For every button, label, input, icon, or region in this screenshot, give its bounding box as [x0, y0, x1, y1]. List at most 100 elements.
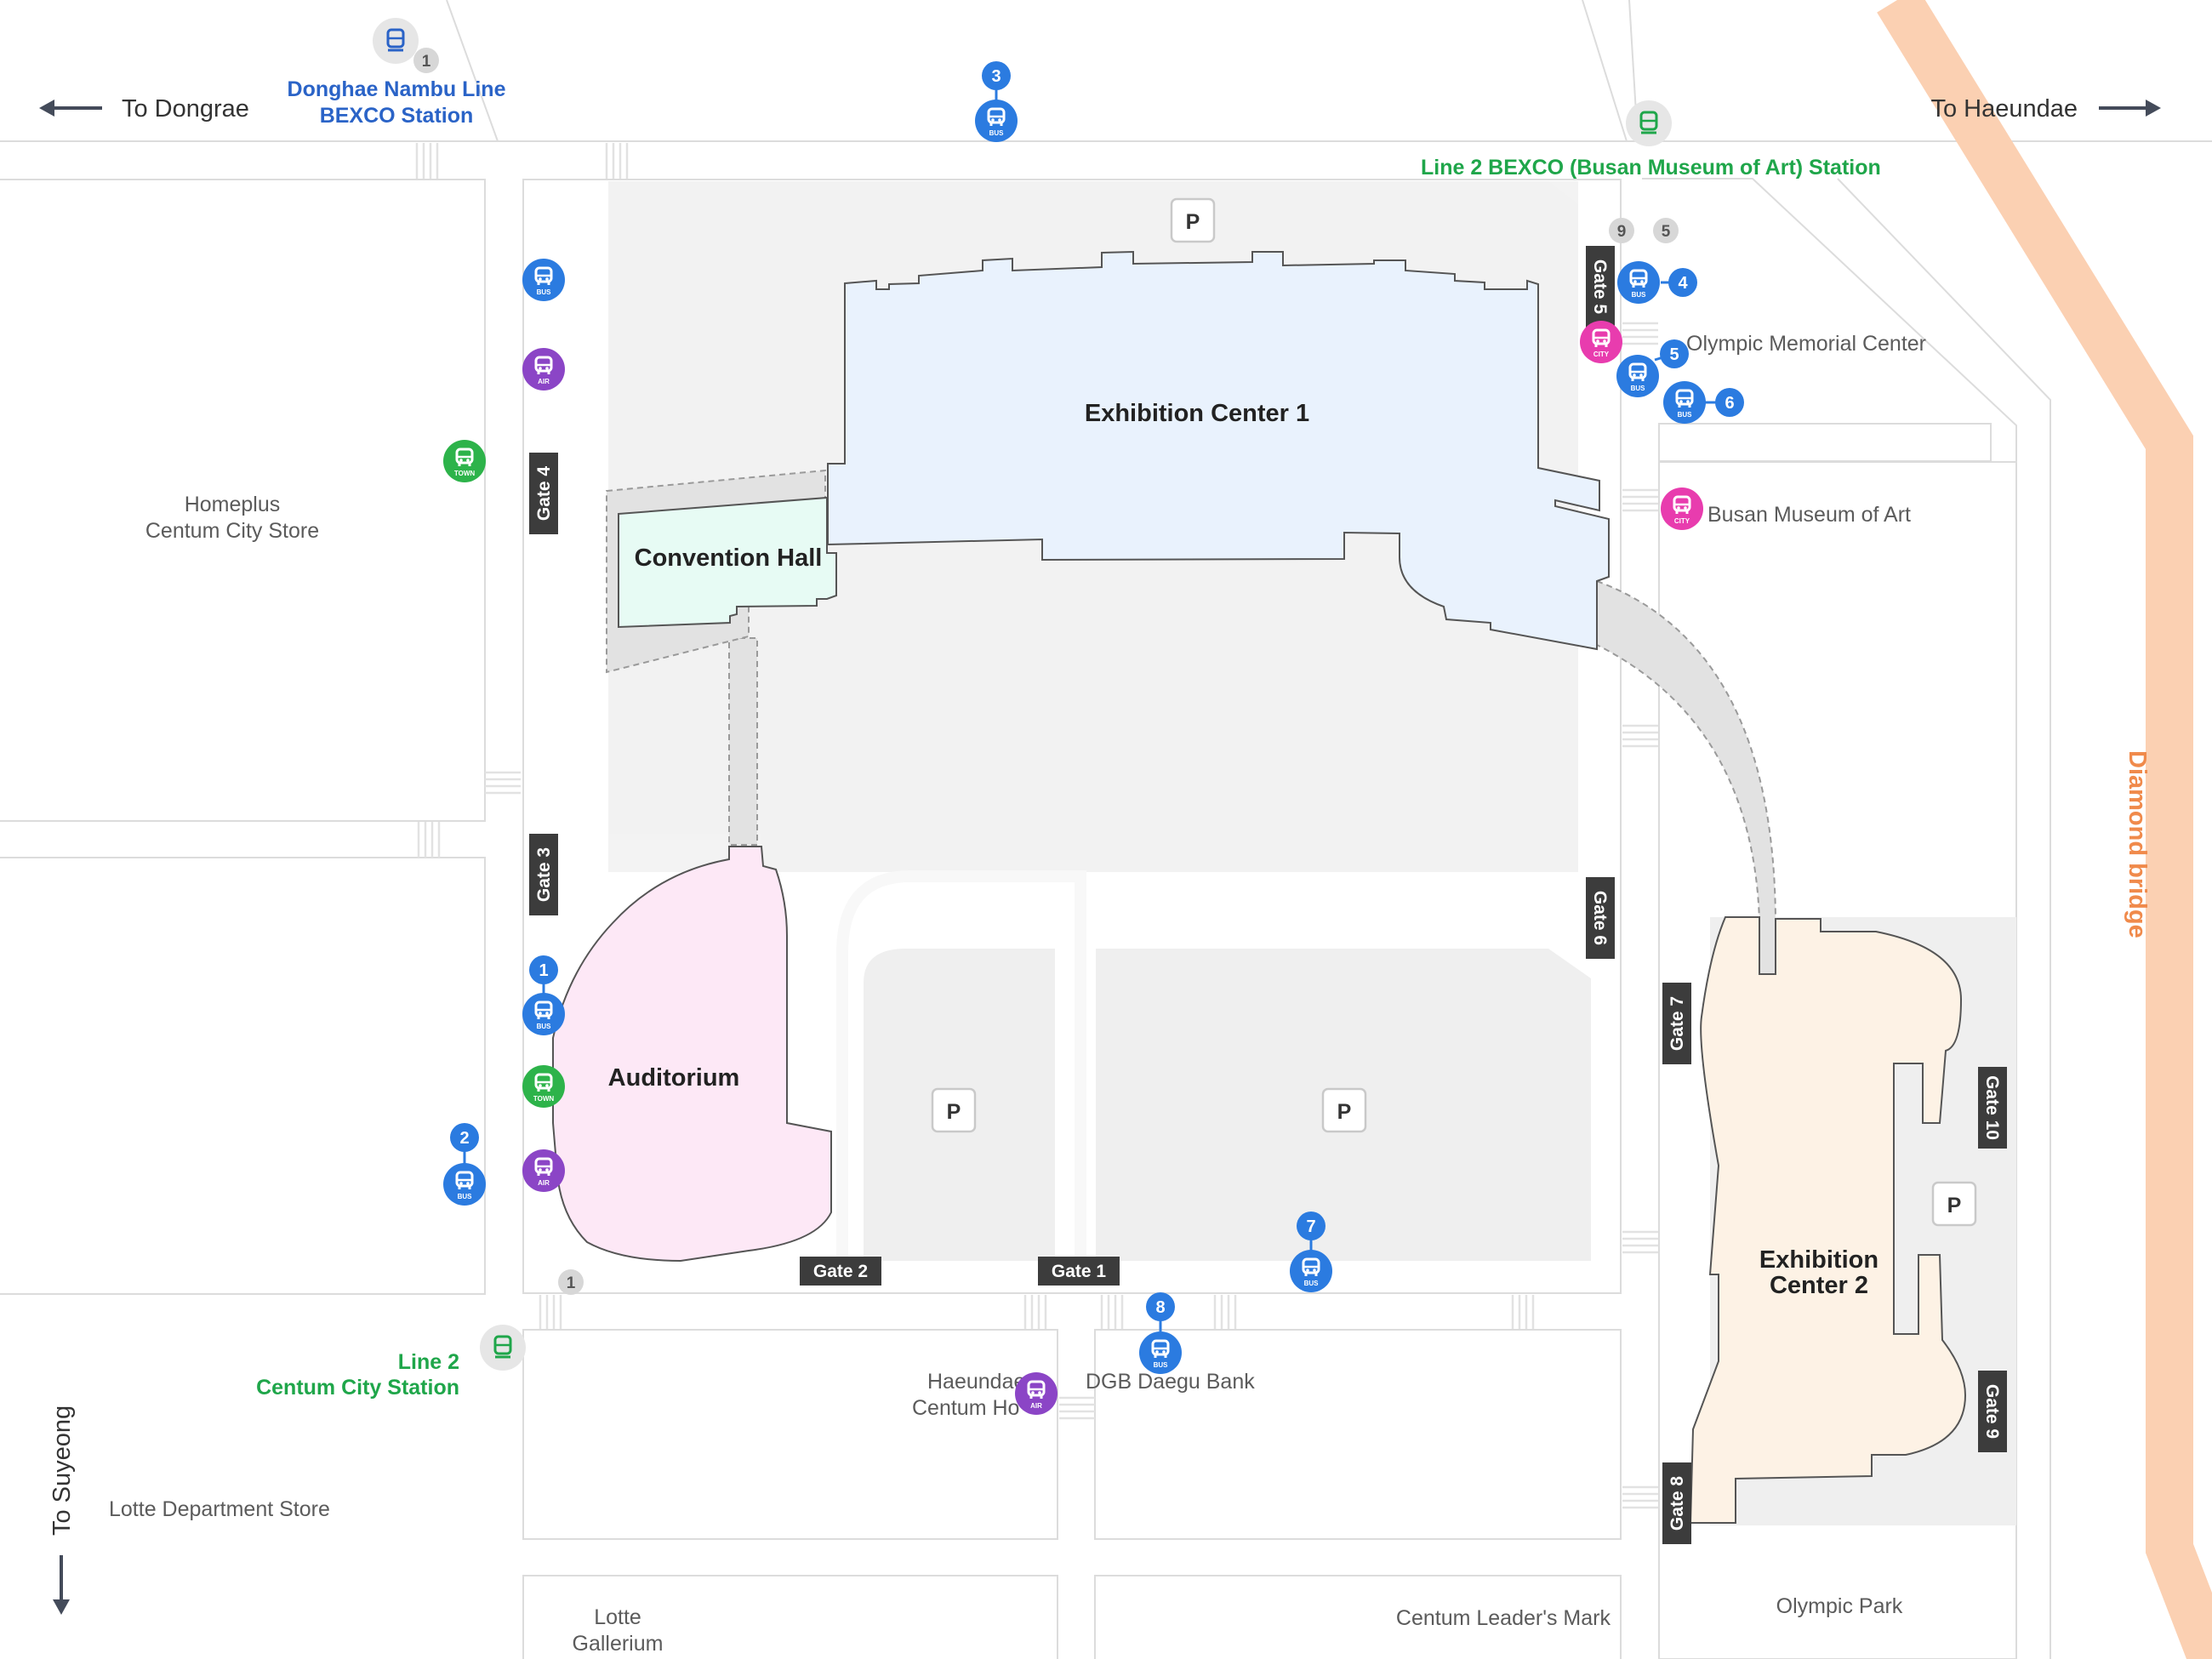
exhibition-center-1-building — [827, 250, 1610, 651]
town-bus-auditorium-icon[interactable]: TOWN — [522, 1065, 565, 1108]
crosswalks — [415, 143, 1658, 1509]
donghae-line-label: Donghae Nambu Line — [288, 77, 506, 101]
parking-marker-exhibition2[interactable]: P — [1931, 1181, 1977, 1227]
bus-stop-4-icon[interactable]: BUS — [1617, 261, 1660, 304]
skybridge — [1596, 579, 1776, 975]
bus-stop-1-icon[interactable]: BUS — [522, 993, 565, 1035]
gate-4-label[interactable]: Gate 4 — [529, 453, 558, 534]
svg-text:2: 2 — [459, 1129, 469, 1148]
donghae-train-icon[interactable] — [371, 16, 420, 66]
diamond-bridge-road — [1877, 0, 2212, 1659]
svg-text:P: P — [1337, 1100, 1352, 1124]
svg-text:6: 6 — [1725, 394, 1734, 413]
bus-stop-north-west-icon[interactable]: BUS — [522, 259, 565, 301]
gate-7-label[interactable]: Gate 7 — [1662, 983, 1691, 1064]
exhibition-center-2-label-line2: Center 2 — [1770, 1272, 1868, 1299]
svg-text:Gate 8: Gate 8 — [1668, 1476, 1687, 1531]
auditorium-building — [552, 846, 832, 1263]
city-tour-bus-olympic-icon[interactable]: CITY — [1580, 321, 1622, 363]
arrow-right-icon — [2099, 100, 2161, 117]
gate-6-label[interactable]: Gate 6 — [1586, 877, 1615, 959]
bus-stop-2-icon[interactable]: BUS — [443, 1163, 486, 1206]
svg-text:Gate 1: Gate 1 — [1052, 1262, 1107, 1281]
svg-text:Gate 5: Gate 5 — [1590, 259, 1610, 315]
exit-9-marker[interactable]: 9 — [1609, 218, 1634, 243]
bus-stop-6-icon[interactable]: BUS — [1663, 381, 1706, 424]
svg-text:BUS: BUS — [537, 1023, 552, 1030]
svg-text:BUS: BUS — [537, 288, 552, 296]
city-tour-bus-museum-icon[interactable]: CITY — [1661, 487, 1703, 530]
haeundae-centum-hotel-label-line2: Centum Ho — [912, 1396, 1019, 1420]
svg-text:7: 7 — [1306, 1217, 1315, 1236]
homeplus-label-line2: Centum City Store — [145, 519, 319, 543]
bus-stop-8-icon[interactable]: BUS — [1139, 1331, 1182, 1374]
arrow-left-icon — [39, 100, 102, 117]
svg-text:Gate 4: Gate 4 — [534, 466, 554, 522]
svg-text:P: P — [1186, 210, 1200, 234]
airport-bus-north-west-icon[interactable]: AIR — [522, 348, 565, 391]
svg-text:9: 9 — [1617, 223, 1627, 241]
busan-museum-of-art-label: Busan Museum of Art — [1707, 503, 1911, 527]
line2-bexco-station-label: Line 2 BEXCO (Busan Museum of Art) Stati… — [1421, 156, 1881, 180]
svg-text:BUS: BUS — [1632, 291, 1647, 299]
bus-stop-3-icon[interactable]: BUS — [975, 100, 1018, 142]
parking-marker-right-lot[interactable]: P — [1321, 1087, 1367, 1133]
svg-text:AIR: AIR — [538, 378, 550, 385]
line2-centum-station-label: Centum City Station — [256, 1376, 459, 1400]
svg-text:BUS: BUS — [1304, 1280, 1320, 1287]
svg-text:Gate 2: Gate 2 — [813, 1262, 868, 1281]
svg-text:5: 5 — [1662, 223, 1671, 241]
bus-stop-2-number[interactable]: 2 — [450, 1123, 479, 1166]
svg-text:CITY: CITY — [1593, 351, 1610, 358]
parking-marker-north[interactable]: P — [1170, 197, 1216, 243]
svg-text:3: 3 — [991, 67, 1001, 86]
bus-stop-7-number[interactable]: 7 — [1297, 1211, 1325, 1251]
convention-hall-building — [618, 496, 837, 629]
town-bus-homeplus-icon[interactable]: TOWN — [443, 440, 486, 482]
exit-1-donghae-marker[interactable]: 1 — [413, 48, 439, 73]
gate-9-label[interactable]: Gate 9 — [1978, 1371, 2007, 1452]
airport-bus-auditorium-icon[interactable]: AIR — [522, 1149, 565, 1192]
bus-stop-4-number[interactable]: 4 — [1661, 268, 1697, 297]
exit-5-marker[interactable]: 5 — [1653, 218, 1679, 243]
lotte-gallerium-label-line1: Lotte — [594, 1605, 641, 1629]
gate-5-label[interactable]: Gate 5 — [1586, 246, 1615, 328]
svg-text:Gate 10: Gate 10 — [1982, 1075, 2002, 1140]
gate-10-label[interactable]: Gate 10 — [1978, 1067, 2007, 1149]
exhibition-center-1-label: Exhibition Center 1 — [1085, 400, 1309, 427]
bus-stop-5-icon[interactable]: BUS — [1616, 355, 1659, 397]
connector-corridor — [728, 637, 758, 846]
to-dongrae-label: To Dongrae — [122, 95, 249, 123]
svg-text:P: P — [1947, 1194, 1962, 1217]
svg-text:BUS: BUS — [1154, 1361, 1169, 1369]
olympic-memorial-center-label: Olympic Memorial Center — [1686, 332, 1926, 356]
lotte-gallerium-label-line2: Gallerium — [573, 1632, 664, 1656]
svg-text:BUS: BUS — [1631, 385, 1646, 392]
donghae-station-label: BEXCO Station — [320, 104, 474, 128]
svg-text:BUS: BUS — [1678, 411, 1693, 419]
line2-centum-train-icon[interactable] — [478, 1323, 527, 1372]
bus-stop-7-icon[interactable]: BUS — [1290, 1250, 1332, 1292]
svg-text:1: 1 — [539, 961, 548, 980]
exit-1-centum-marker[interactable]: 1 — [558, 1269, 584, 1295]
gate-1-label[interactable]: Gate 1 — [1038, 1257, 1120, 1286]
olympic-park-label: Olympic Park — [1776, 1594, 1903, 1618]
gate-8-label[interactable]: Gate 8 — [1662, 1462, 1691, 1544]
campus-driveways — [836, 870, 1086, 1259]
bus-stop-5-number[interactable]: 5 — [1654, 339, 1689, 368]
bus-stop-3-number[interactable]: 3 — [982, 61, 1011, 102]
parking-marker-left-lot[interactable]: P — [931, 1087, 977, 1133]
svg-text:Gate 9: Gate 9 — [1982, 1384, 2002, 1439]
airport-bus-centum-hotel-icon[interactable]: AIR — [1015, 1372, 1058, 1415]
svg-text:AIR: AIR — [1030, 1402, 1042, 1410]
svg-text:AIR: AIR — [538, 1179, 550, 1187]
gate-3-label[interactable]: Gate 3 — [529, 834, 558, 915]
gate-2-label[interactable]: Gate 2 — [800, 1257, 881, 1286]
line2-bexco-train-icon[interactable] — [1624, 99, 1673, 148]
line2-centum-line-label: Line 2 — [398, 1350, 459, 1374]
svg-text:TOWN: TOWN — [454, 470, 476, 477]
svg-text:Gate 6: Gate 6 — [1590, 891, 1610, 945]
bus-stop-8-number[interactable]: 8 — [1146, 1292, 1175, 1331]
auditorium-label: Auditorium — [608, 1064, 740, 1092]
